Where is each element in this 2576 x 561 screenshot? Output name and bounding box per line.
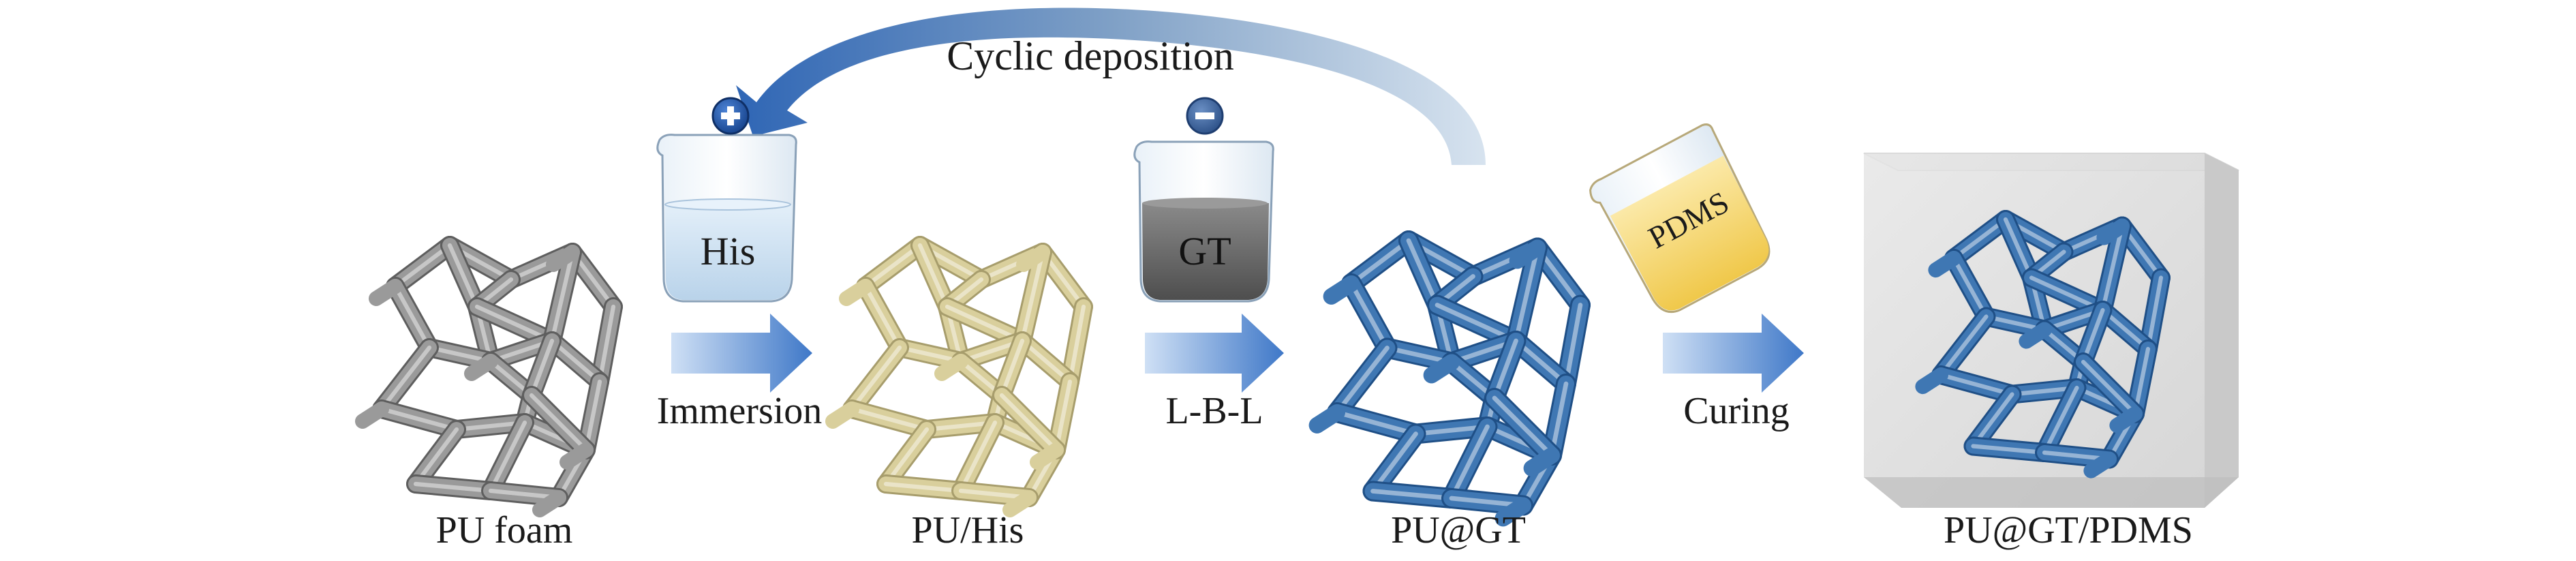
stage-label-pu-foam: PU foam	[435, 509, 573, 551]
pdms-beaker	[1589, 123, 1770, 314]
pu-gt-pdms-structure	[1915, 210, 2171, 479]
immersion-label: Immersion	[656, 390, 823, 432]
pu-gt-structure	[1308, 230, 1591, 527]
process-arrow-immersion	[671, 314, 812, 393]
cyclic-deposition-arrow	[736, 7, 1486, 165]
minus-charge-icon	[1186, 97, 1224, 135]
his-beaker-label: His	[700, 229, 756, 273]
stage-label-pu-his: PU/His	[911, 509, 1024, 551]
stage-label-pu-gt-pdms: PU@GT/PDMS	[1944, 509, 2193, 551]
cyclic-deposition-label: Cyclic deposition	[947, 33, 1234, 78]
plus-charge-icon	[711, 97, 750, 135]
process-arrow-lbl	[1145, 314, 1284, 393]
process-arrow-curing	[1663, 314, 1804, 393]
stage-label-pu-gt: PU@GT	[1391, 509, 1526, 551]
pu-foam-structure	[355, 236, 623, 517]
his-beaker	[656, 134, 797, 303]
gt-beaker-label: GT	[1178, 229, 1231, 273]
curing-label: Curing	[1683, 390, 1790, 432]
pu-his-structure	[825, 236, 1093, 517]
lbl-label: L-B-L	[1165, 390, 1263, 432]
gt-beaker	[1133, 140, 1274, 303]
